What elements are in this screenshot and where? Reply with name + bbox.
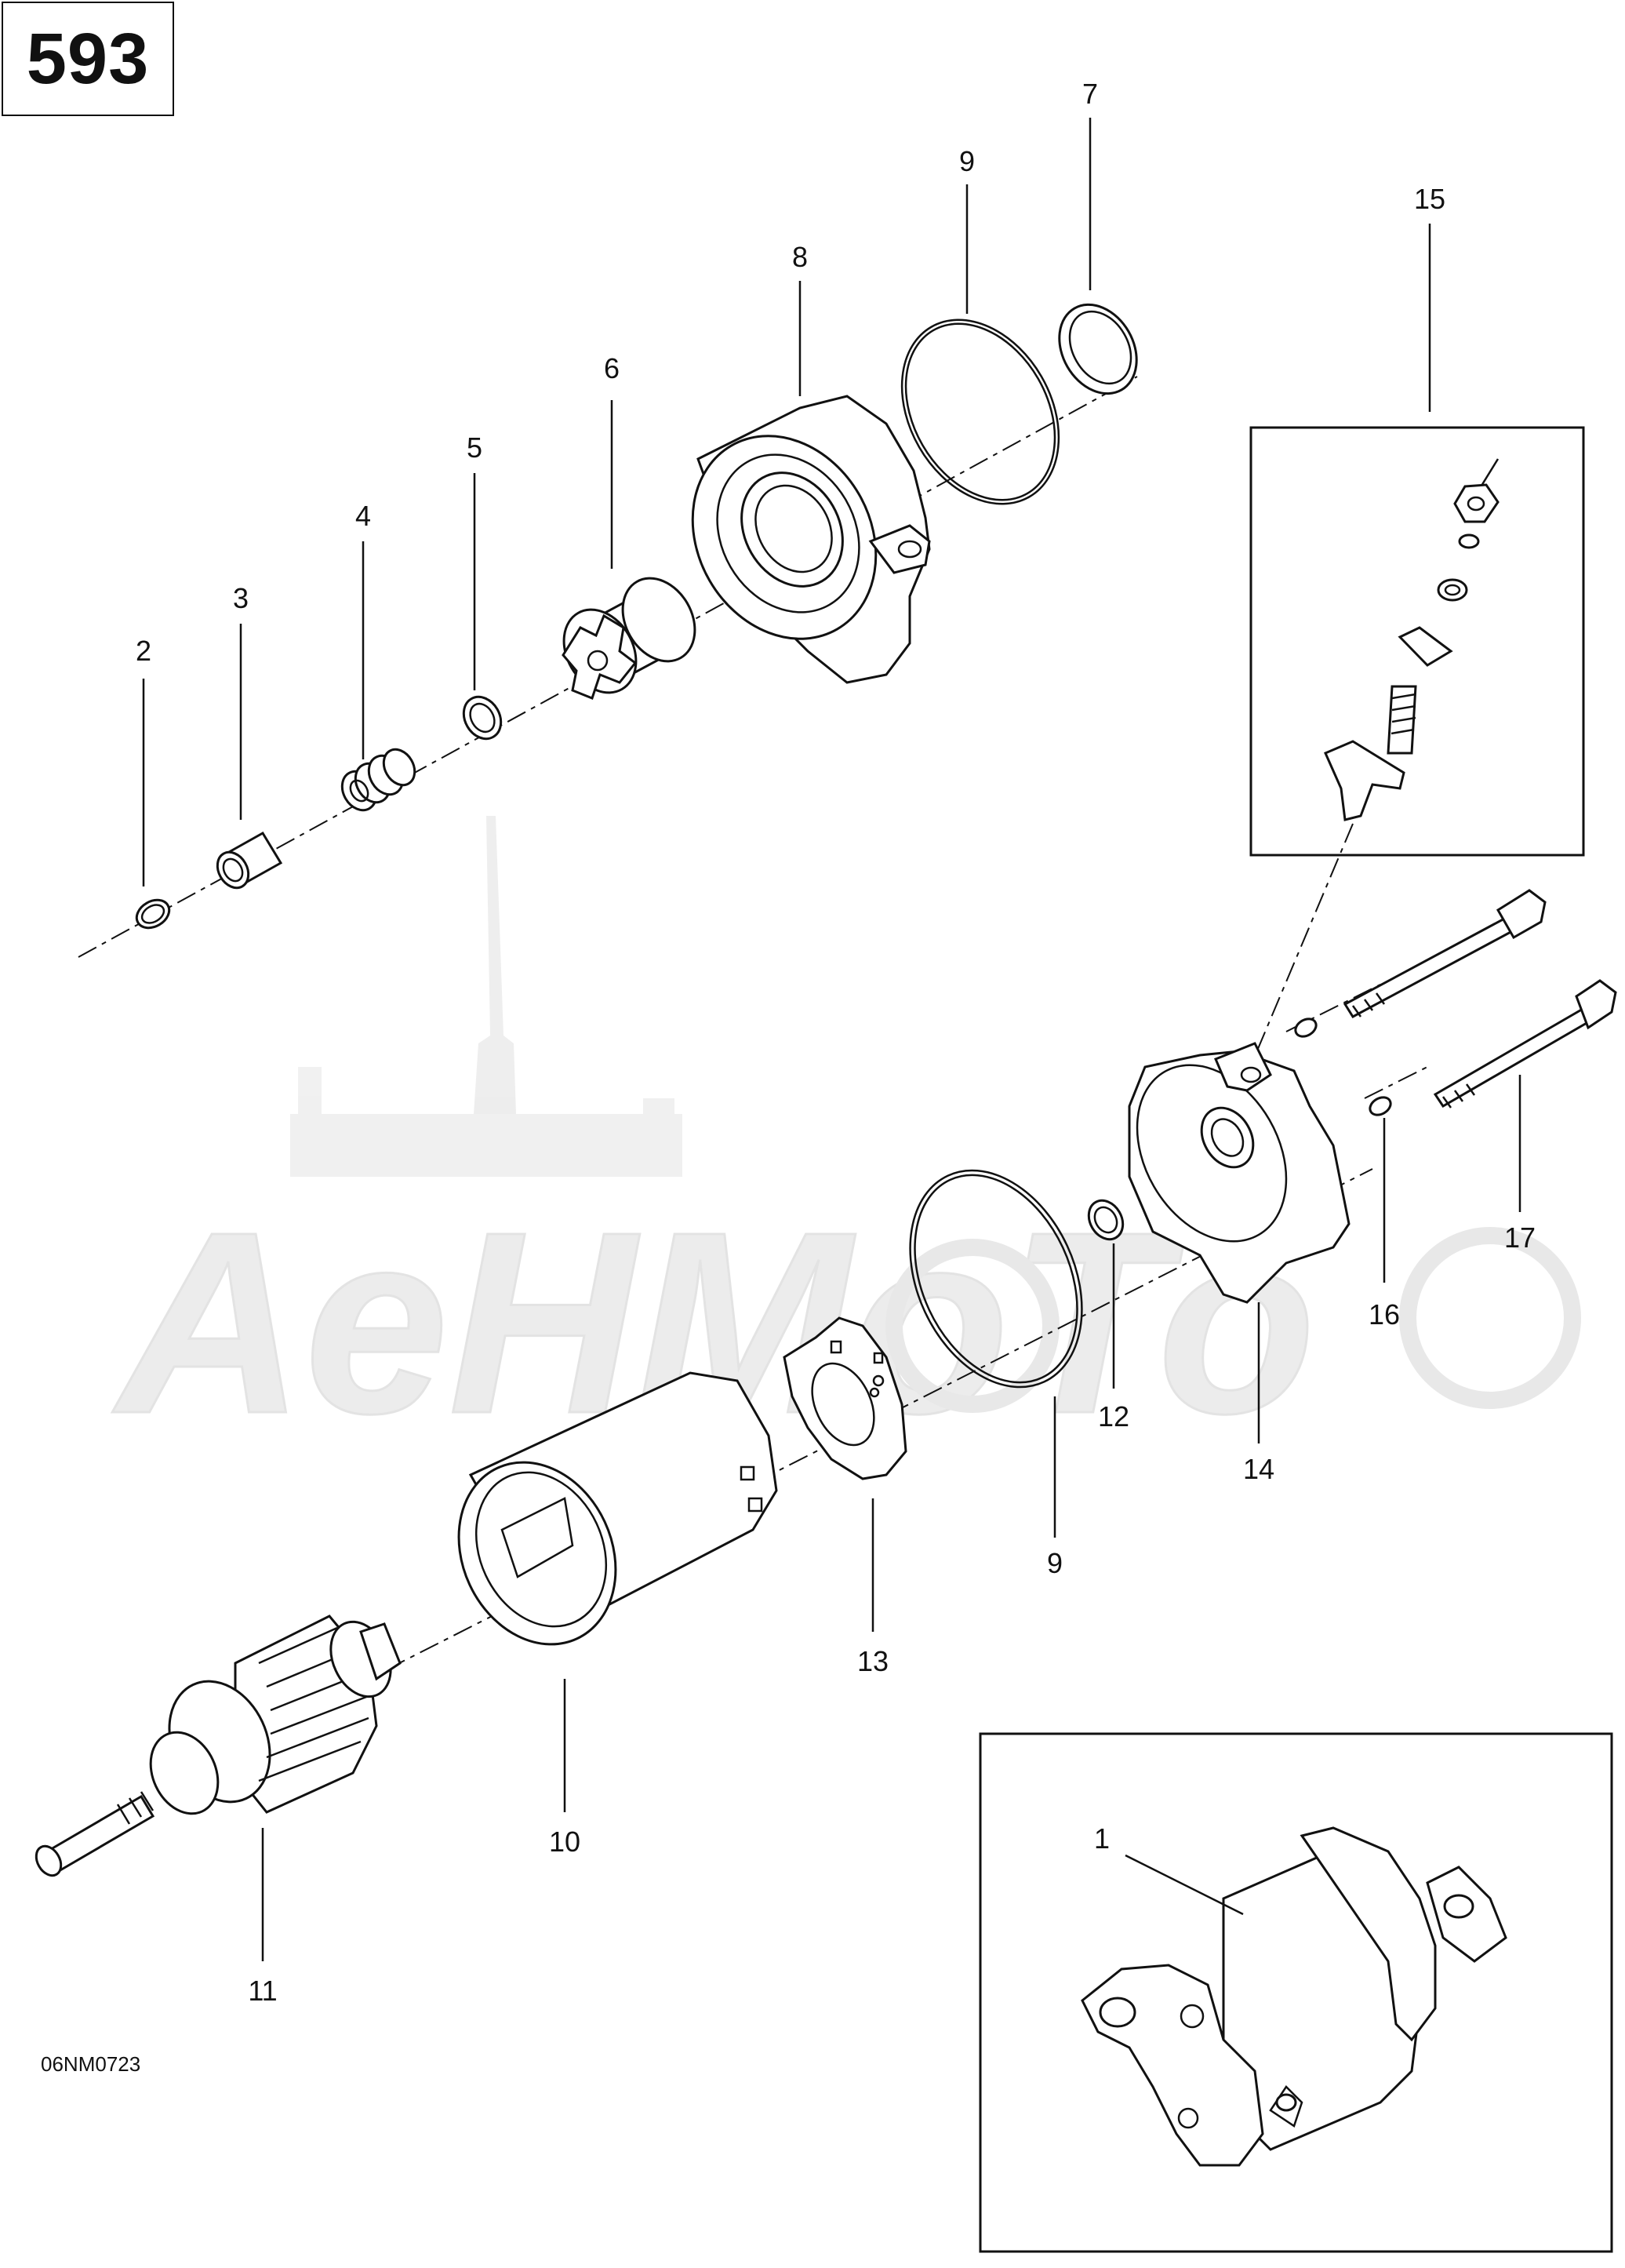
callout-1: 1 bbox=[1094, 1822, 1110, 1855]
part-11-armature bbox=[35, 1615, 402, 1877]
detail-link-line bbox=[1246, 823, 1354, 1076]
part-17-through-bolt-upper bbox=[1294, 889, 1547, 1038]
part-17-through-bolt-lower bbox=[1369, 979, 1617, 1116]
callout-10: 10 bbox=[549, 1826, 580, 1858]
callout-13: 13 bbox=[857, 1645, 889, 1677]
part-12-washer bbox=[1087, 1199, 1125, 1241]
part-4-spring bbox=[340, 748, 416, 812]
bolt-axis-lower bbox=[1364, 1066, 1428, 1099]
page-number-box: 593 bbox=[2, 2, 174, 116]
part-14-end-cover bbox=[1128, 1042, 1351, 1304]
part-5-washer bbox=[462, 695, 503, 741]
callout-4: 4 bbox=[355, 500, 371, 532]
terminal-detail-box bbox=[1249, 426, 1585, 857]
leader-lines bbox=[142, 118, 1521, 1961]
callout-17: 17 bbox=[1504, 1221, 1536, 1254]
part-8-drive-housing bbox=[691, 395, 931, 684]
callout-7: 7 bbox=[1082, 78, 1098, 110]
callout-labels: 2 3 4 5 6 8 9 7 15 17 16 12 14 9 13 10 1… bbox=[136, 78, 1536, 2007]
assembled-starter-box bbox=[979, 1732, 1613, 2253]
page-number: 593 bbox=[26, 18, 150, 99]
drawing-code: 06NM0723 bbox=[41, 2052, 141, 2076]
callout-12: 12 bbox=[1098, 1400, 1129, 1433]
callout-15: 15 bbox=[1414, 183, 1445, 215]
callout-9-upper: 9 bbox=[959, 145, 975, 177]
callout-14: 14 bbox=[1243, 1453, 1274, 1485]
part-9-o-ring-upper bbox=[900, 319, 1060, 505]
part-10-yoke-housing bbox=[457, 1371, 778, 1646]
callout-5: 5 bbox=[467, 431, 482, 464]
part-2-washer bbox=[135, 898, 171, 930]
callout-11: 11 bbox=[248, 1975, 277, 2007]
part-7-seal bbox=[1058, 303, 1138, 395]
callout-16: 16 bbox=[1369, 1298, 1400, 1331]
part-9-o-ring-lower bbox=[909, 1169, 1083, 1389]
part-6-pinion-gear bbox=[562, 577, 696, 700]
callout-9-lower: 9 bbox=[1047, 1547, 1063, 1579]
callout-6: 6 bbox=[604, 352, 620, 384]
callout-3: 3 bbox=[233, 582, 249, 614]
part-13-brush-plate bbox=[783, 1316, 907, 1480]
callout-2: 2 bbox=[136, 635, 151, 667]
callout-8: 8 bbox=[792, 241, 808, 273]
part-3-bushing bbox=[216, 831, 283, 890]
